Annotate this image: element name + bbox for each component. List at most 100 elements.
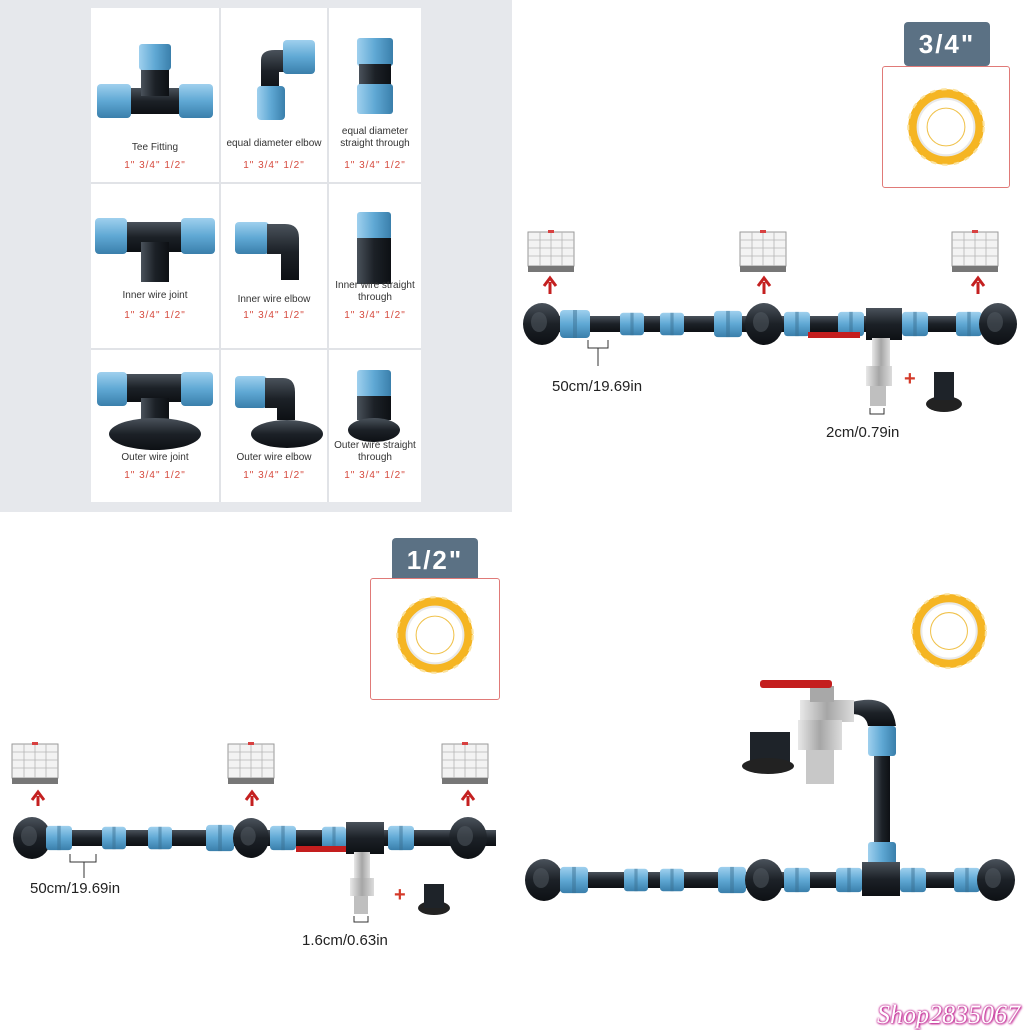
catalog-item-name: Outer wire joint	[121, 452, 189, 463]
catalog-item-outer-wire-joint: Outer wire joint 1" 3/4" 1/2"	[91, 350, 219, 502]
arrow-up-icon	[756, 275, 772, 294]
size-badge: 1/2"	[392, 538, 478, 582]
tee-fitting-icon	[97, 44, 213, 118]
ibc-tote-icon	[11, 742, 59, 785]
kit-vertical-valve-panel: Shop2835067	[512, 512, 1024, 1029]
catalog-item-sizes: 1" 3/4" 1/2"	[124, 160, 186, 171]
catalog-item-sizes: 1" 3/4" 1/2"	[344, 160, 406, 171]
catalog-item-tee-fitting: Tee Fitting 1" 3/4" 1/2"	[91, 8, 219, 182]
outer-wire-elbow-icon	[235, 376, 323, 448]
coupling-icon	[868, 726, 896, 756]
nozzle-tip-icon	[870, 386, 886, 406]
pipe-length-label: 50cm/19.69in	[552, 378, 643, 395]
ptfe-tape-box	[882, 66, 1010, 188]
arrow-up-icon	[460, 789, 476, 806]
arrow-up-icon	[970, 275, 986, 294]
coupling-icon	[902, 311, 928, 337]
end-cap-icon	[977, 859, 1015, 901]
valve-handle-icon	[760, 680, 832, 688]
catalog-item-name: Outer wire elbow	[236, 452, 312, 463]
fitting-catalog-panel: Tee Fitting 1" 3/4" 1/2" equal diameter …	[0, 0, 512, 512]
ptfe-tape-box	[370, 578, 500, 700]
tee-fitting-icon	[346, 822, 384, 854]
tee-fitting-icon	[862, 862, 900, 896]
end-cap-icon	[523, 303, 561, 345]
catalog-item-sizes: 1" 3/4" 1/2"	[243, 160, 305, 171]
tap-body-icon	[354, 852, 370, 878]
coupling-icon	[900, 867, 926, 893]
catalog-item-inner-wire-joint: Inner wire joint 1" 3/4" 1/2"	[91, 184, 219, 348]
nozzle-bracket-icon	[869, 408, 885, 415]
catalog-item-outer-wire-elbow: Outer wire elbow 1" 3/4" 1/2"	[221, 350, 327, 502]
tee-body-icon	[745, 859, 783, 901]
outer-wire-straight-icon	[348, 370, 400, 442]
straight-coupling-icon	[357, 38, 393, 114]
catalog-item-name: equal diameter straight through	[340, 126, 410, 149]
nozzle-tip-icon	[354, 896, 368, 914]
catalog-item-name: Inner wire elbow	[237, 294, 311, 305]
ibc-tote-icon	[441, 742, 489, 785]
nozzle-bracket-icon	[353, 916, 369, 923]
valve-handle-icon	[808, 332, 860, 338]
pipe-assembly-diagram	[11, 742, 496, 923]
catalog-item-sizes: 1" 3/4" 1/2"	[124, 310, 186, 321]
hose-nozzle-icon	[350, 878, 374, 896]
coupling-icon	[206, 824, 234, 852]
elbow-fitting-icon	[257, 40, 315, 120]
catalog-item-equal-diameter-straight: equal diameter straight through 1" 3/4" …	[329, 8, 421, 182]
hose-nozzle-icon	[798, 720, 842, 750]
arrow-up-icon	[30, 789, 46, 806]
plus-sign: +	[904, 368, 916, 390]
arrow-up-icon	[542, 275, 558, 294]
ibc-tote-icon	[227, 742, 275, 785]
coupling-icon	[388, 825, 414, 851]
coupling-icon	[620, 312, 644, 336]
catalog-item-name: Outer wire straight through	[334, 440, 416, 463]
valve-handle-icon	[296, 846, 346, 852]
elbow-fitting-icon	[852, 699, 896, 726]
ptfe-tape-icon	[393, 593, 477, 677]
catalog-item-inner-wire-elbow: Inner wire elbow 1" 3/4" 1/2"	[221, 184, 327, 348]
catalog-item-name: equal diameter elbow	[226, 138, 322, 149]
plus-sign: +	[394, 884, 406, 906]
valve-body-icon	[800, 700, 854, 722]
length-bracket-icon	[69, 854, 97, 863]
end-cap-icon	[979, 303, 1017, 345]
fitting-catalog-grid: Tee Fitting 1" 3/4" 1/2" equal diameter …	[91, 8, 421, 502]
catalog-item-equal-diameter-elbow: equal diameter elbow 1" 3/4" 1/2"	[221, 8, 327, 182]
coupling-icon	[102, 826, 126, 850]
coupling-icon	[560, 866, 588, 894]
kit-half-inch-panel: 1/2" 50cm/19.69in + 1.6cm/0.63in	[0, 512, 512, 1024]
coupling-icon	[784, 311, 810, 337]
ptfe-tape-icon	[908, 590, 990, 672]
ibc-tote-icon	[527, 230, 575, 273]
coupling-icon	[660, 312, 684, 336]
coupling-icon	[718, 866, 746, 894]
kit-three-quarter-panel: 3/4" 50cm/19.69in	[512, 0, 1024, 512]
tee-fitting-icon	[866, 308, 902, 340]
coupling-icon	[956, 311, 982, 337]
coupling-icon	[784, 867, 810, 893]
inner-wire-tee-icon	[95, 218, 215, 282]
ptfe-tape-icon	[904, 85, 988, 169]
pipe-assembly-diagram	[523, 230, 1017, 415]
nozzle-tip-icon	[806, 750, 834, 784]
tee-body-icon	[745, 303, 783, 345]
nozzle-size-label: 2cm/0.79in	[826, 424, 900, 441]
catalog-item-name: Inner wire straight through	[335, 280, 415, 303]
coupling-icon	[954, 867, 980, 893]
end-cap-icon	[13, 817, 51, 859]
coupling-icon	[148, 826, 172, 850]
catalog-item-inner-wire-straight: Inner wire straight through 1" 3/4" 1/2"	[329, 184, 421, 348]
catalog-item-sizes: 1" 3/4" 1/2"	[243, 310, 305, 321]
catalog-item-sizes: 1" 3/4" 1/2"	[124, 470, 186, 481]
coupling-icon	[322, 826, 346, 850]
catalog-item-sizes: 1" 3/4" 1/2"	[344, 470, 406, 481]
pipe-length-label: 50cm/19.69in	[30, 880, 121, 897]
coupling-icon	[624, 868, 648, 892]
catalog-item-sizes: 1" 3/4" 1/2"	[344, 310, 406, 321]
tee-body-icon	[232, 818, 270, 858]
shop-watermark: Shop2835067	[877, 1000, 1020, 1029]
catalog-item-outer-wire-straight: Outer wire straight through 1" 3/4" 1/2"	[329, 350, 421, 502]
size-badge: 3/4"	[904, 22, 990, 66]
